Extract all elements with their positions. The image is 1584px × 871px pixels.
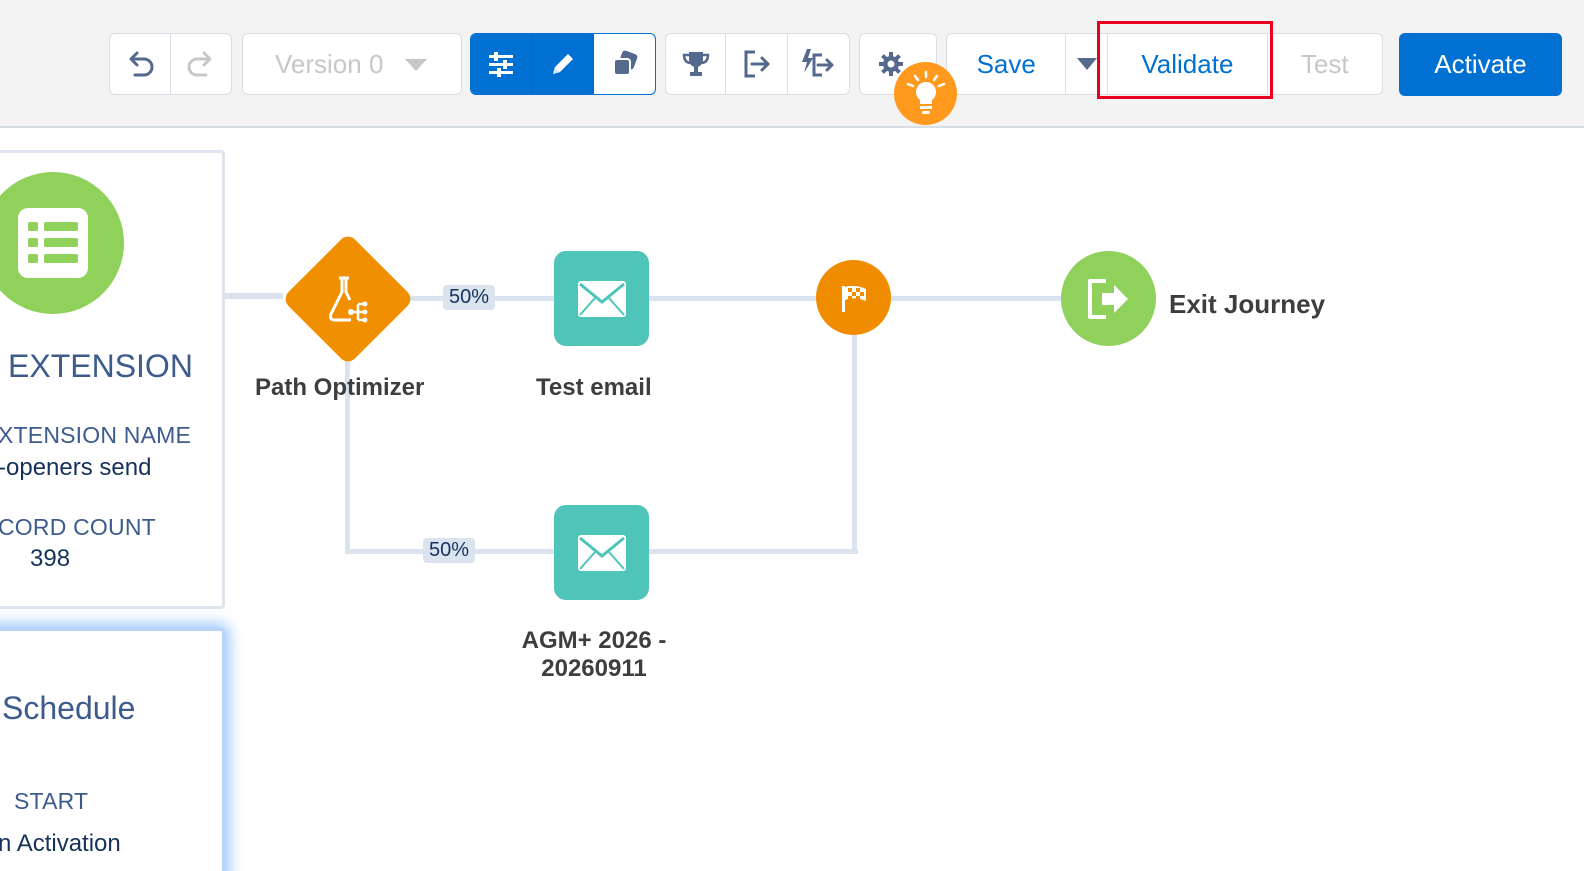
lightbulb-icon [906, 70, 945, 114]
version-dropdown[interactable]: Version 0 [242, 33, 462, 95]
email-node-agm[interactable] [554, 505, 649, 600]
exit-criteria-button[interactable] [726, 34, 788, 94]
edit-mode-button-group [470, 33, 656, 95]
schedule-start-value: n Activation [0, 830, 121, 857]
redo-button[interactable] [171, 34, 232, 94]
edit-button[interactable] [532, 34, 594, 94]
exit-icon [1087, 278, 1128, 319]
join-node[interactable] [816, 260, 891, 335]
connector-line [345, 354, 350, 554]
list-icon [18, 208, 88, 278]
entry-source-title: EXTENSION [8, 348, 193, 384]
checkered-flag-icon [841, 285, 866, 312]
tips-button[interactable] [894, 62, 957, 125]
schedule-card[interactable] [0, 628, 225, 871]
undo-button[interactable] [110, 34, 171, 94]
email-node-agm-label-line2: 20260911 [541, 655, 647, 682]
envelope-icon [577, 280, 626, 317]
copy-icon [612, 50, 637, 76]
validate-label: Validate [1141, 48, 1234, 79]
connector-line [648, 549, 858, 554]
version-label: Version 0 [275, 48, 384, 79]
exit-criteria-icon [744, 50, 769, 78]
extension-name-key: XTENSION NAME [0, 422, 192, 448]
envelope-icon [577, 534, 626, 571]
journey-settings-button-group [665, 33, 850, 95]
connector-line [890, 296, 1062, 301]
gear-icon [879, 52, 903, 76]
connector-line [225, 293, 283, 299]
extension-name-value: -openers send [0, 454, 152, 481]
activate-label: Activate [1434, 49, 1527, 79]
history-button-group [109, 33, 232, 95]
activate-button[interactable]: Activate [1399, 33, 1562, 96]
schedule-start-key: START [14, 788, 89, 814]
save-validate-button-group: Save Validate Test [946, 33, 1383, 95]
connector-line [648, 296, 818, 301]
record-count-key: CORD COUNT [0, 514, 156, 540]
connector-line [852, 330, 857, 554]
test-button[interactable]: Test [1268, 34, 1382, 94]
redo-icon [187, 51, 212, 77]
validate-button[interactable]: Validate [1108, 34, 1268, 94]
save-options-button[interactable] [1066, 34, 1109, 94]
path-optimizer-icon-wrap [318, 270, 378, 330]
email-node-test-label: Test email [536, 374, 652, 401]
chevron-down-icon [1076, 58, 1097, 70]
settings-layout-button[interactable] [471, 34, 532, 94]
copy-button[interactable] [594, 34, 655, 94]
settings-button[interactable] [860, 34, 936, 94]
settings-layout-icon [489, 52, 513, 77]
email-node-test[interactable] [554, 251, 649, 346]
event-exit-button[interactable] [788, 34, 849, 94]
chevron-down-icon [405, 59, 427, 71]
goal-button[interactable] [666, 34, 727, 94]
save-label: Save [976, 48, 1036, 79]
split-percentage-badge: 50% [423, 538, 476, 563]
journey-canvas[interactable]: EXTENSION XTENSION NAME -openers send CO… [0, 130, 1584, 871]
flask-split-icon [329, 276, 368, 323]
entry-source-icon-circle[interactable] [0, 172, 124, 314]
journey-toolbar: Version 0 [0, 0, 1584, 128]
exit-journey-node[interactable] [1061, 251, 1156, 346]
schedule-title: Schedule [2, 690, 136, 726]
event-exit-icon [802, 49, 834, 77]
test-label: Test [1300, 48, 1349, 79]
path-optimizer-label: Path Optimizer [255, 374, 425, 401]
email-node-agm-label: AGM+ 2026 - 20260911 [510, 627, 678, 683]
split-percentage-badge: 50% [443, 285, 496, 310]
save-button[interactable]: Save [947, 34, 1067, 94]
undo-icon [129, 51, 154, 77]
exit-journey-label: Exit Journey [1169, 289, 1326, 319]
edit-icon [552, 54, 573, 74]
record-count-value: 398 [30, 545, 71, 572]
email-node-agm-label-line1: AGM+ 2026 - [521, 627, 667, 654]
trophy-icon [682, 52, 709, 76]
